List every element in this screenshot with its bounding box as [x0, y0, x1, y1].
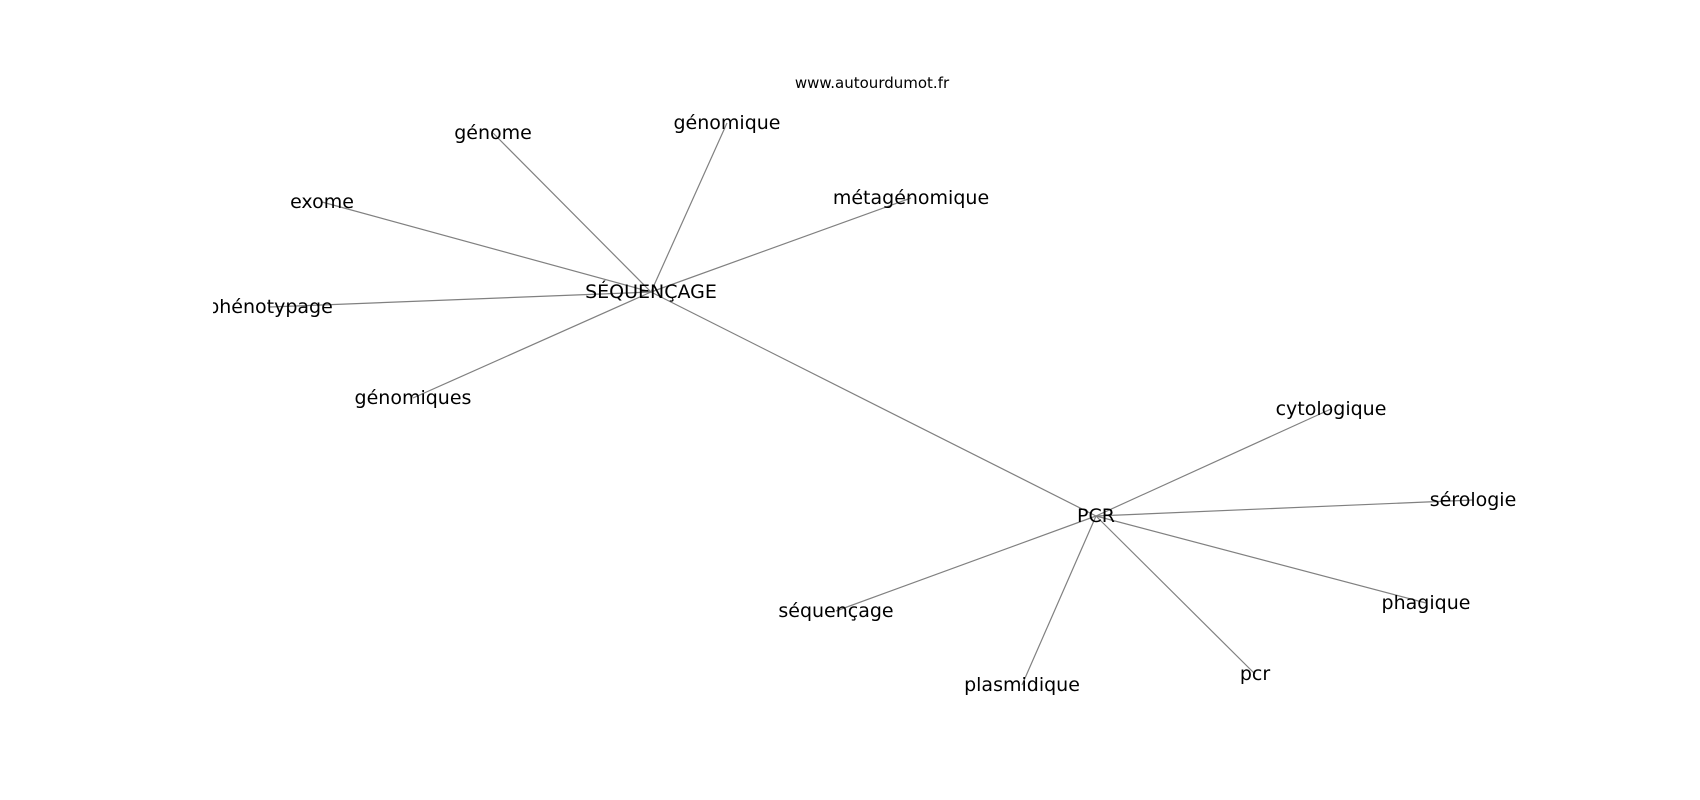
edge-pcr_hub-pcr: [1095, 515, 1256, 675]
edge-sequencage_hub-genome: [492, 132, 652, 293]
edge-sequencage_hub-genomiques: [412, 291, 652, 399]
site-watermark: www.autourdumot.fr: [795, 74, 950, 92]
edge-pcr_hub-sequencage: [835, 515, 1097, 612]
node-label-genome: génome: [454, 122, 532, 144]
edge-sequencage_hub-genomique: [650, 122, 728, 293]
edge-sequencage_hub-pcr_hub: [650, 291, 1097, 517]
edge-sequencage_hub-exome: [321, 201, 652, 293]
node-layer: SÉQUENÇAGE génome génomique métagénomique ex…: [207, 112, 1517, 696]
node-label-exome: exome: [290, 191, 354, 213]
node-label-plasmidique: plasmidique: [964, 674, 1080, 696]
node-label-phagique: phagique: [1382, 592, 1471, 614]
edge-pcr_hub-cytologique: [1095, 408, 1332, 517]
edge-sequencage_hub-metagenomique: [650, 197, 912, 293]
node-label-genomiques: génomiques: [355, 387, 472, 409]
node-label-metagenomique: métagénomique: [833, 187, 989, 209]
edge-sequencage_hub-phenotypage: [269, 291, 652, 308]
edge-pcr_hub-plasmidique: [1021, 515, 1097, 686]
node-label-genomique: génomique: [674, 112, 781, 134]
node-label-pcr: pcr: [1240, 663, 1271, 685]
edge-pcr_hub-serologie: [1095, 499, 1474, 517]
node-label-sequencage: séquençage: [778, 600, 893, 622]
edge-pcr_hub-phagique: [1095, 515, 1427, 604]
node-label-sequencage-hub: SÉQUENÇAGE: [585, 280, 717, 303]
edge-layer: [269, 122, 1474, 686]
node-label-cytologique: cytologique: [1276, 398, 1387, 420]
node-label-pcr-hub: PCR: [1077, 505, 1115, 527]
node-label-phenotypage: phénotypage: [207, 296, 333, 318]
node-label-serologie: sérologie: [1430, 489, 1517, 511]
